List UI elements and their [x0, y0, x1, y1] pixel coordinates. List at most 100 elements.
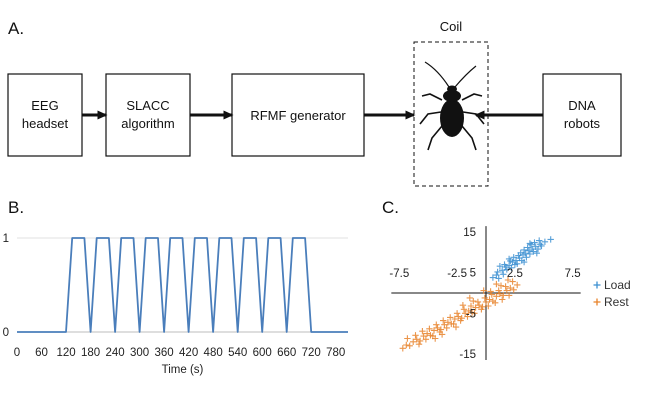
panel-c-point-rest: [466, 294, 473, 302]
panel-c-point-load: [533, 250, 540, 257]
panel-b-x-tick-label: 420: [179, 347, 198, 359]
panel-c-point-load: [530, 248, 537, 255]
panel-b-x-tick-label: 60: [35, 347, 48, 359]
panel-b-x-tick-label: 0: [14, 347, 20, 359]
panel-c-y-tick-label: -15: [459, 349, 476, 361]
panel-b-x-tick-label: 600: [253, 347, 272, 359]
panel-c-point-rest: [410, 338, 417, 345]
panel-c-point-rest: [413, 336, 420, 343]
panel-c-point-rest: [406, 342, 413, 349]
panel-b-y-tick-label: 0: [3, 327, 9, 339]
panel-c-point-load: [500, 271, 507, 278]
panel-c-point-rest: [478, 306, 485, 313]
panel-c-point-rest: [482, 298, 490, 306]
panel-c-point-load: [517, 249, 524, 256]
panel-c-point-rest: [475, 302, 483, 309]
eeg-headset-label-line2: headset: [22, 116, 69, 131]
coil-label: Coil: [440, 19, 463, 34]
panel-b-x-tick-label: 300: [130, 347, 149, 359]
panel-c-point-load: [527, 241, 535, 248]
panel-c-x-tick-label: 7.5: [565, 268, 581, 280]
panel-c-point-rest: [438, 331, 446, 338]
panel-c-legend-marker-rest: [593, 298, 601, 306]
panel-c-point-rest: [509, 278, 516, 285]
rfmf-generator-label: RFMF generator: [250, 108, 346, 123]
panel-c-point-load: [503, 266, 510, 273]
panel-c-point-rest: [459, 302, 467, 309]
panel-c-point-rest: [412, 332, 419, 339]
panel-c-point-load: [541, 238, 549, 245]
panel-c-point-load: [511, 261, 519, 268]
panel-c-point-load: [525, 247, 532, 254]
panel-c-point-rest: [497, 282, 505, 289]
panel-c-legend-label-load: Load: [604, 278, 631, 292]
panel-c-point-rest: [451, 315, 458, 323]
panel-c-legend-label-rest: Rest: [604, 295, 629, 309]
panel-c-point-rest: [444, 319, 452, 326]
panel-c-point-load: [493, 271, 500, 279]
panel-c-point-rest: [480, 287, 487, 294]
panel-c-point-rest: [462, 310, 469, 317]
panel-c-points: [399, 236, 554, 352]
slacc-algorithm-label-line1: SLACC: [126, 98, 169, 113]
panel-c-point-rest: [457, 317, 464, 324]
panel-c-y-tick-label: 15: [463, 227, 476, 239]
panel-c-point-rest: [487, 288, 494, 295]
dna-robots-box: [542, 73, 622, 157]
panel-b-x-axis-title: Time (s): [162, 364, 204, 376]
panel-c-point-load: [526, 240, 534, 247]
dna-robots-label-line1: DNA: [568, 98, 596, 113]
panel-c-point-load: [496, 263, 504, 270]
panel-c-point-load: [547, 236, 554, 243]
panel-c-point-rest: [415, 341, 423, 348]
panel-c-point-rest: [447, 314, 454, 321]
panel-c-point-rest: [465, 307, 472, 315]
rfmf-generator-block: RFMF generator: [231, 73, 365, 157]
panel-c-point-rest: [430, 327, 438, 334]
panel-c-point-rest: [440, 317, 447, 324]
panel-c-point-load: [499, 267, 506, 274]
panel-b-x-tick-label: 120: [56, 347, 75, 359]
panel-c-point-rest: [399, 345, 406, 352]
panel-c-point-rest: [493, 280, 500, 288]
panel-c-point-rest: [452, 323, 460, 331]
panel-c-point-rest: [502, 283, 509, 290]
panel-c-point-rest: [495, 287, 502, 294]
panel-c-point-load: [505, 255, 513, 263]
rfmf-generator-box: [231, 73, 365, 157]
slacc-algorithm-label-line2: algorithm: [121, 116, 174, 131]
panel-c-point-rest: [423, 330, 431, 337]
panel-b-series-line: [17, 237, 348, 333]
panel-c-point-rest: [434, 324, 441, 332]
panel-c-point-rest: [493, 293, 500, 300]
panel-c-point-load: [536, 237, 543, 244]
panel-c-point-load: [489, 274, 497, 281]
panel-a-label: A.: [8, 19, 24, 38]
eeg-headset-block: EEG headset: [7, 73, 83, 157]
panel-c-point-rest: [510, 286, 517, 293]
panel-c-point-load: [520, 258, 528, 266]
panel-c-point-rest: [505, 292, 513, 299]
panel-c-x-tick-label: -2.5: [447, 268, 467, 280]
panel-c-point-rest: [500, 292, 507, 299]
panel-c-point-rest: [503, 287, 510, 294]
panel-b-x-tick-label: 180: [81, 347, 100, 359]
panel-c-point-load: [501, 261, 508, 268]
panel-c-point-load: [520, 246, 528, 254]
panel-c-point-rest: [464, 313, 471, 320]
panel-c-point-load: [534, 245, 542, 253]
panel-c-point-load: [526, 250, 534, 258]
panel-c-legend-marker-load: [593, 281, 601, 289]
cockroach-icon: [419, 61, 485, 151]
coil-block: Coil: [413, 19, 489, 187]
panel-c-point-rest: [419, 328, 426, 335]
eeg-headset-label-line1: EEG: [31, 98, 58, 113]
panel-c-y-tick-label: 5: [470, 268, 476, 280]
panel-c-point-rest: [485, 302, 492, 310]
panel-c-point-load: [510, 254, 517, 261]
panel-b-x-tick-label: 540: [228, 347, 247, 359]
slacc-algorithm-block: SLACC algorithm: [105, 73, 191, 157]
